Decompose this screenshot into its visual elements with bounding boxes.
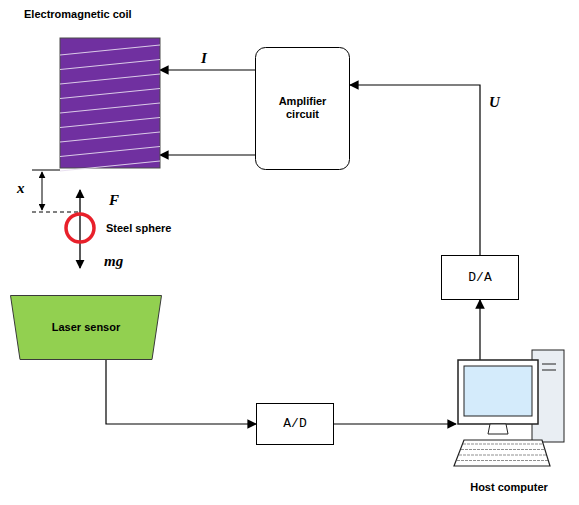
signal-arrow xyxy=(160,69,255,70)
signal-arrow xyxy=(160,154,255,155)
node-label: Electromagnetic coil xyxy=(24,8,132,22)
steel-sphere: Steel sphere xyxy=(64,212,96,244)
signal-arrow xyxy=(350,85,480,255)
host-computer: Host computer xyxy=(450,350,568,495)
node-label: Amplifier circuit xyxy=(261,95,344,123)
signal-name: I xyxy=(200,50,208,67)
electromagnetic-coil-shape xyxy=(60,38,160,168)
symbol-label: F xyxy=(108,192,120,209)
symbol-label: mg xyxy=(103,253,124,270)
signal-arrow xyxy=(479,300,480,360)
force-arrow xyxy=(79,190,80,228)
laser-sensor: Laser sensor xyxy=(10,295,162,360)
node-label: Laser sensor xyxy=(10,321,162,335)
node-label: D/A xyxy=(441,269,519,285)
node-label: A/D xyxy=(256,416,334,432)
amplifier-box: Amplifier circuit xyxy=(255,47,350,170)
signal-arrow xyxy=(334,423,456,424)
dimension-line xyxy=(32,212,80,213)
gravity-arrow xyxy=(79,228,80,268)
signal-name: U xyxy=(488,94,501,111)
symbol-label: x xyxy=(16,180,26,197)
steel-sphere-shape xyxy=(64,212,96,244)
dimension-line xyxy=(32,170,60,171)
node-label: Steel sphere xyxy=(106,222,171,236)
electromagnetic-coil: Electromagnetic coil xyxy=(60,38,160,168)
dimension-arrow xyxy=(42,172,43,210)
node-label: Host computer xyxy=(450,481,568,495)
da-converter: D/A xyxy=(441,255,519,300)
host-computer-shape xyxy=(450,350,568,495)
signal-arrow xyxy=(106,360,256,424)
ad-converter: A/D xyxy=(256,403,334,445)
